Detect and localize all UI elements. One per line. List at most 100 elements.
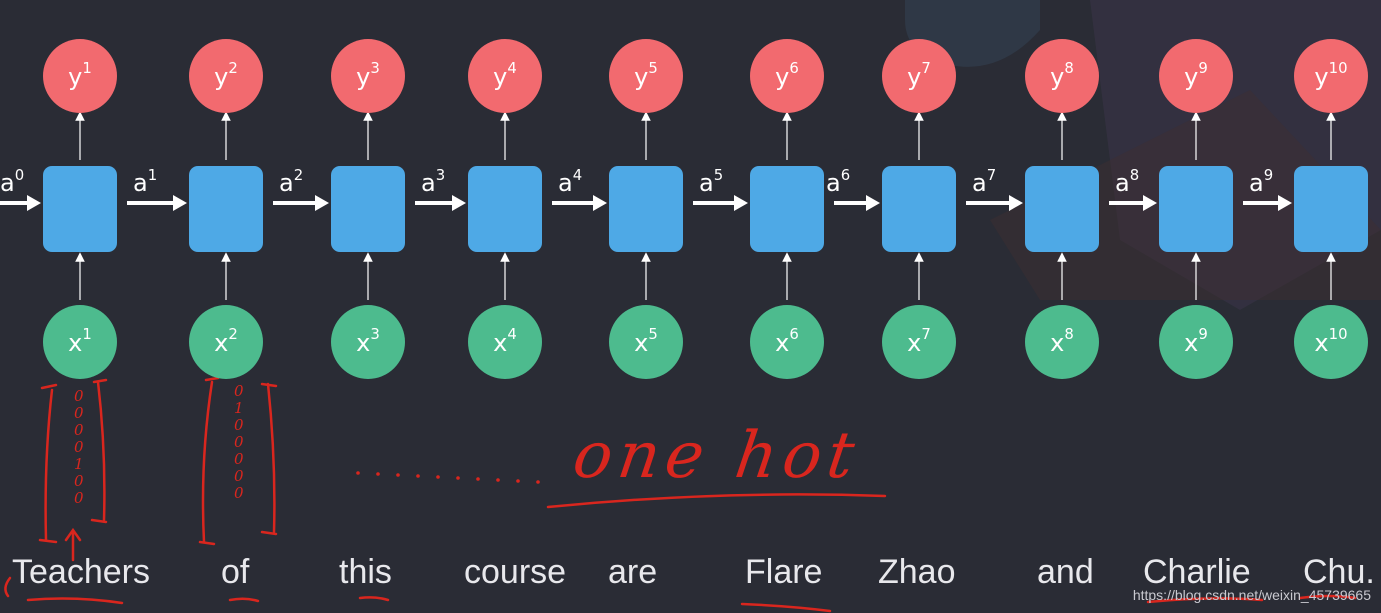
bracket-2-right	[266, 382, 276, 534]
activation-label-7: a7	[972, 166, 996, 197]
input-node-5-label: x5	[634, 325, 658, 357]
activation-label-0-label: a0	[0, 165, 25, 197]
output-node-8-label: y8	[1050, 59, 1074, 91]
vector-digit: 0	[74, 489, 84, 507]
input-node-3-label: x3	[356, 325, 380, 357]
rnn-cell-4	[468, 166, 542, 252]
input-node-5: x5	[609, 305, 683, 379]
rnn-cell-6	[750, 166, 824, 252]
input-node-10-label: x10	[1314, 325, 1348, 357]
sentence-word-8: and	[1037, 553, 1094, 591]
output-node-9: y9	[1159, 39, 1233, 113]
underline-of	[228, 597, 260, 603]
input-node-10: x10	[1294, 305, 1368, 379]
vector-digit: 0	[74, 438, 84, 456]
activation-arrow-3	[415, 195, 466, 211]
output-node-3: y3	[331, 39, 405, 113]
underline-chu	[1298, 594, 1357, 600]
rnn-cell-7	[882, 166, 956, 252]
underline-one-hot	[546, 493, 887, 509]
vector-digit: 1	[234, 399, 244, 417]
output-node-10-label: y10	[1314, 59, 1348, 91]
output-node-7: y7	[882, 39, 956, 113]
activation-label-3-label: a3	[421, 165, 446, 197]
vector-digit: 0	[74, 472, 84, 490]
input-node-9-label: x9	[1184, 325, 1208, 357]
output-node-1-label: y1	[68, 59, 92, 91]
input-node-8: x8	[1025, 305, 1099, 379]
activation-label-6-label: a6	[826, 165, 851, 197]
bracket-1-left	[44, 388, 54, 542]
activation-arrow-4	[552, 195, 607, 211]
output-node-7-label: y7	[907, 59, 931, 91]
input-node-4-label: x4	[493, 325, 517, 357]
activation-arrow-1	[127, 195, 187, 211]
input-node-8-label: x8	[1050, 325, 1074, 357]
output-node-9-label: y9	[1184, 59, 1208, 91]
input-node-7: x7	[882, 305, 956, 379]
input-node-4: x4	[468, 305, 542, 379]
activation-label-1: a1	[133, 165, 158, 197]
activation-arrow-7	[966, 195, 1023, 211]
output-node-1: y1	[43, 39, 117, 113]
underline-flare	[740, 602, 832, 613]
underline-charlie	[1146, 597, 1264, 604]
activation-label-2-label: a2	[279, 165, 304, 197]
rnn-cell-2	[189, 166, 263, 252]
output-node-2-label: y2	[214, 59, 238, 91]
underline-teachers	[26, 597, 124, 605]
pointer-arrow	[64, 527, 82, 562]
sentence-word-5: are	[608, 553, 658, 591]
rnn-cell-3	[331, 166, 405, 252]
rnn-cell-1	[43, 166, 117, 252]
vector-digit: 0	[234, 450, 244, 468]
output-node-3-label: y3	[356, 59, 380, 91]
input-node-1-label: x1	[68, 325, 92, 357]
input-node-3: x3	[331, 305, 405, 379]
bracket-2-left	[201, 380, 214, 544]
activation-label-8: a8	[1115, 165, 1140, 197]
sentence-word-2: of	[221, 553, 250, 591]
activation-label-8-label: a8	[1115, 165, 1140, 197]
activation-arrow-2	[273, 195, 329, 211]
activation-label-9: a9	[1249, 165, 1274, 197]
output-node-5-label: y5	[634, 59, 658, 91]
output-node-4-label: y4	[493, 59, 517, 91]
input-node-2-label: x2	[214, 325, 238, 357]
rnn-cell-8	[1025, 166, 1099, 252]
vector-digit: 0	[74, 404, 84, 422]
sentence-word-1: Teachers	[12, 553, 150, 591]
input-node-2: x2	[189, 305, 263, 379]
activation-label-5: a5	[699, 165, 724, 197]
bracket-1-right	[96, 380, 106, 522]
activation-label-4: a4	[558, 166, 582, 197]
vector-digit: 1	[74, 455, 84, 473]
activation-label-1-label: a1	[133, 165, 158, 197]
rnn-cell-10	[1294, 166, 1368, 252]
sentence-word-6: Flare	[745, 553, 823, 591]
input-node-7-label: x7	[907, 325, 931, 357]
output-node-4: y4	[468, 39, 542, 113]
rnn-cell-9	[1159, 166, 1233, 252]
output-node-2: y2	[189, 39, 263, 113]
sentence-word-9: Charlie	[1143, 553, 1251, 591]
output-node-8: y8	[1025, 39, 1099, 113]
output-node-10: y10	[1294, 39, 1368, 113]
handwritten-one-hot: one hot	[568, 419, 865, 493]
activation-label-9-label: a9	[1249, 165, 1274, 197]
sentence-word-10: Chu.	[1303, 553, 1375, 591]
input-node-6: x6	[750, 305, 824, 379]
output-node-5: y5	[609, 39, 683, 113]
underline-this	[358, 596, 390, 602]
activation-arrow-5	[693, 195, 748, 211]
input-node-1: x1	[43, 305, 117, 379]
activation-label-0: a0	[0, 165, 25, 197]
activation-label-5-label: a5	[699, 165, 724, 197]
input-node-9: x9	[1159, 305, 1233, 379]
output-node-6-label: y6	[775, 59, 799, 91]
